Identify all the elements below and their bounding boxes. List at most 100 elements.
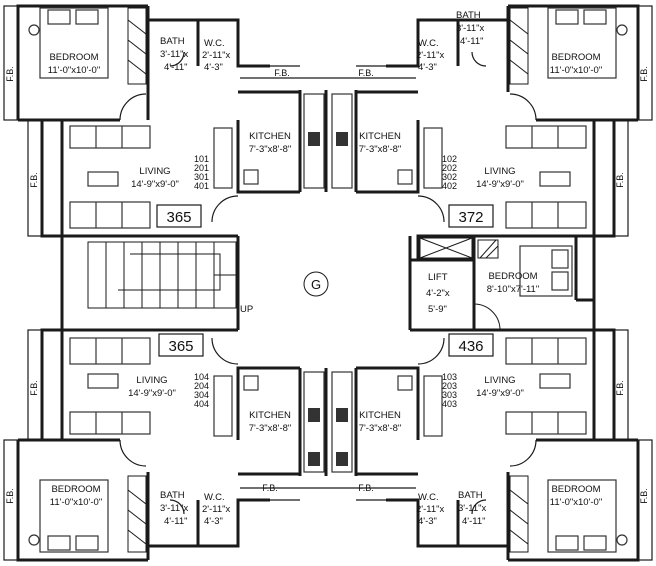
fb-label: F.B.: [29, 172, 39, 188]
sofa-top-right: [505, 125, 587, 229]
wc-bl-size1: 2'-11"x: [202, 504, 230, 515]
flat-number: 403: [442, 399, 457, 409]
lobby-label: G: [311, 277, 321, 292]
bed-bottom-right: [547, 479, 628, 553]
wc-tr-name: W.C.: [418, 38, 439, 49]
wc-tl-size1: 2'-11"x: [202, 50, 230, 61]
bath-tr-size1: 3'-11"x: [456, 23, 484, 34]
flat-number: 402: [442, 181, 457, 191]
fb-label: F.B.: [5, 66, 15, 82]
flat-number: 401: [194, 181, 209, 191]
area-tr: 372: [458, 209, 483, 226]
kitchen-tl-size: 7'-3"x8'-8": [249, 144, 292, 155]
bedroom-bl-name: BEDROOM: [51, 484, 100, 495]
living-tl-name: LIVING: [139, 166, 170, 177]
lobby-core: [60, 234, 596, 331]
wc-bl-name: W.C.: [204, 492, 225, 503]
wc-tl-name: W.C.: [204, 38, 225, 49]
kitchen-br-name: KITCHEN: [359, 410, 401, 421]
area-box-tl: [156, 204, 202, 228]
living-br-size: 14'-9"x9'-0": [476, 388, 524, 399]
flat-number: 201: [194, 163, 209, 173]
kitchen-bl-name: KITCHEN: [249, 410, 291, 421]
bath-br-size2: 4'-11": [462, 516, 486, 527]
living-bl-size: 14'-9"x9'-0": [128, 388, 176, 399]
bedroom-tr-name: BEDROOM: [551, 52, 600, 63]
wc-br-name: W.C.: [418, 492, 439, 503]
bedroom-tl-size: 11'-0"x10'-0": [48, 65, 100, 76]
wc-br-size1: 2'-11"x: [416, 504, 444, 515]
kitchen-tr-size: 7'-3"x8'-8": [359, 144, 402, 155]
flat-number: 202: [442, 163, 457, 173]
kitchen-br-size: 7'-3"x8'-8": [359, 423, 402, 434]
wc-br-size2: 4'-3": [418, 516, 437, 527]
living-tl-size: 14'-9"x9'-0": [131, 179, 179, 190]
sofa-top-left: [69, 125, 151, 229]
bed-middle-right: [519, 245, 573, 297]
flat-number: 101: [194, 154, 209, 164]
bath-bl-name: BATH: [160, 490, 185, 501]
bedroom-mid-size: 8'-10"x7'-11": [487, 284, 539, 295]
fb-label: F.B.: [262, 483, 278, 493]
fb-label: F.B.: [615, 380, 625, 396]
flat-number: 103: [442, 372, 457, 382]
top-half: [3, 4, 653, 238]
wc-tr-size1: 2'-11"x: [416, 50, 444, 61]
kitchen-bl-size: 7'-3"x8'-8": [249, 423, 292, 434]
flat-number: 303: [442, 390, 457, 400]
bedroom-bl-size: 11'-0"x10'-0": [50, 497, 102, 508]
area-br: 436: [458, 338, 483, 355]
kitchen-tl-name: KITCHEN: [249, 131, 291, 142]
lift-size1: 4'-2"x: [426, 288, 450, 299]
bath-tl-size2: 4'-11": [164, 62, 188, 73]
fb-label: F.B.: [5, 488, 15, 504]
fb-label: F.B.: [615, 172, 625, 188]
flat-number: 104: [194, 372, 209, 382]
wc-bl-size2: 4'-3": [204, 516, 223, 527]
lift-name: LIFT: [428, 272, 448, 283]
stair-up-label: UP: [240, 304, 253, 315]
bath-tr-size2: 4'-11": [460, 36, 484, 47]
flat-number: 204: [194, 381, 209, 391]
bedroom-tl-name: BEDROOM: [49, 52, 98, 63]
bed-bottom-left: [28, 479, 109, 553]
bath-br-name: BATH: [458, 490, 483, 501]
area-tl: 365: [166, 209, 191, 226]
area-bl: 365: [168, 338, 193, 355]
wc-tr-size2: 4'-3": [418, 62, 437, 73]
fb-label: F.B.: [639, 66, 649, 82]
fb-label: F.B.: [639, 488, 649, 504]
flat-number: 301: [194, 172, 209, 182]
bottom-half: [3, 328, 653, 562]
wc-tl-size2: 4'-3": [204, 62, 223, 73]
bath-tl-name: BATH: [160, 36, 185, 47]
bed-top-left: [28, 7, 109, 79]
flat-number: 404: [194, 399, 209, 409]
bath-bl-size1: 3'-11"x: [160, 503, 188, 514]
bed-top-right: [547, 7, 628, 79]
bath-tr-name: BATH: [456, 10, 481, 21]
living-bl-name: LIVING: [136, 375, 167, 386]
flat-number: 304: [194, 390, 209, 400]
bedroom-br-size: 11'-0"x10'-0": [550, 497, 602, 508]
fb-label: F.B.: [29, 380, 39, 396]
area-box-tr: [448, 204, 494, 228]
area-box-br: [448, 333, 494, 357]
kitchen-tr-name: KITCHEN: [359, 131, 401, 142]
flat-number: 203: [442, 381, 457, 391]
living-br-name: LIVING: [484, 375, 515, 386]
bath-tl-size1: 3'-11"x: [160, 49, 188, 60]
sofa-bottom-right: [505, 337, 587, 435]
bedroom-br-name: BEDROOM: [551, 484, 600, 495]
flat-number: 102: [442, 154, 457, 164]
flat-number: 302: [442, 172, 457, 182]
living-tr-name: LIVING: [484, 166, 515, 177]
living-tr-size: 14'-9"x9'-0": [476, 179, 524, 190]
bedroom-tr-size: 11'-0"x10'-0": [550, 65, 602, 76]
sofa-bottom-left: [69, 337, 151, 435]
lift-size2: 5'-9": [428, 304, 447, 315]
bedroom-mid-name: BEDROOM: [488, 271, 537, 282]
area-box-bl: [158, 333, 204, 357]
bath-br-size1: 3'-11"x: [458, 503, 486, 514]
